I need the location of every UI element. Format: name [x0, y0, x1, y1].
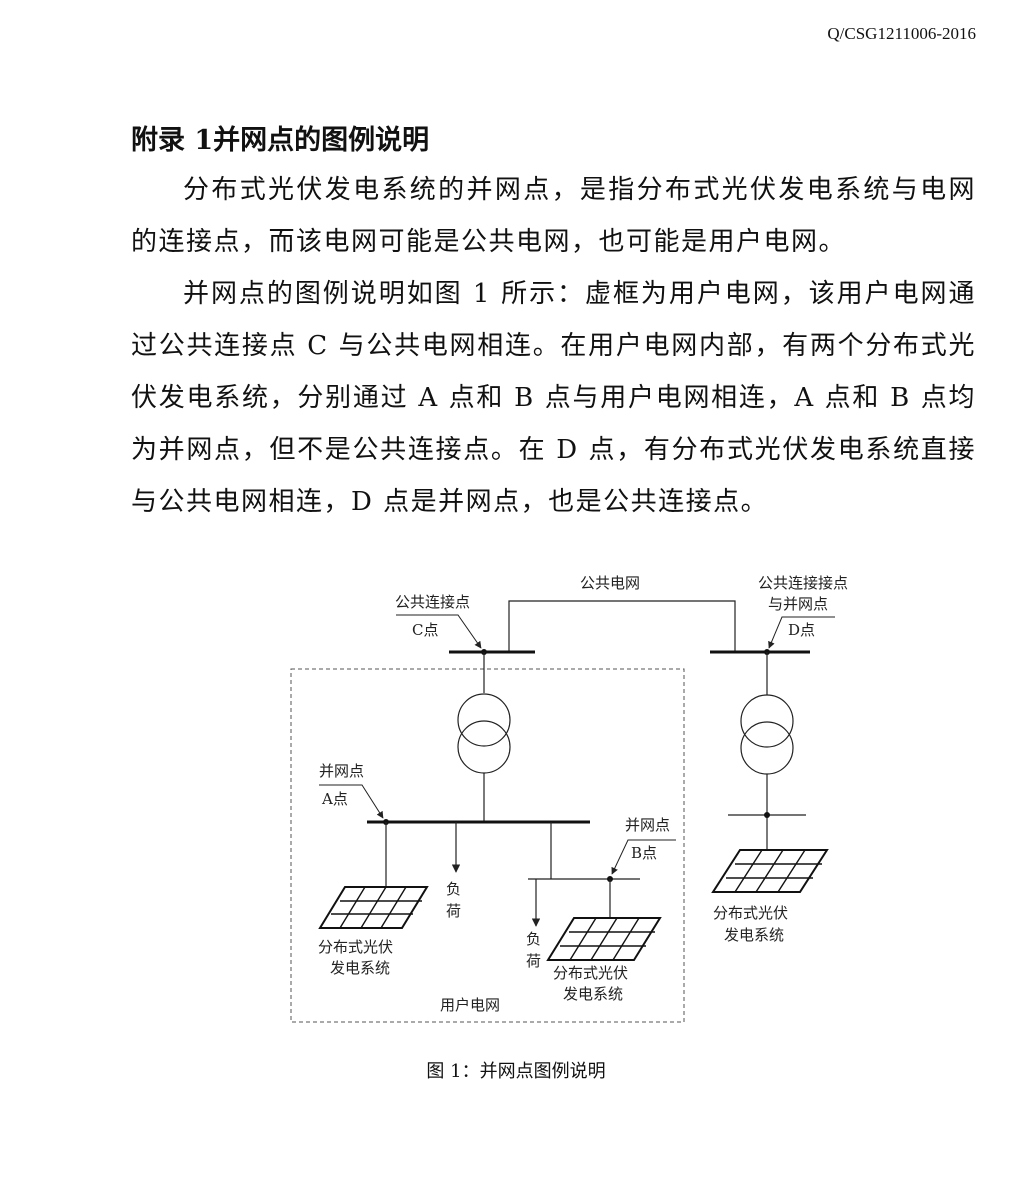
transformer-1-lower [457, 720, 511, 774]
point-d-label: D点 [788, 621, 815, 639]
point-c-label: C点 [412, 621, 438, 639]
pcc-label: 公共连接点 [395, 593, 470, 611]
user-grid-label: 用户电网 [440, 996, 500, 1014]
point-d-leader [768, 616, 835, 649]
pv-d-label-line2: 发电系统 [724, 926, 784, 944]
public-grid-label: 公共电网 [580, 574, 640, 592]
pcc-poi-label-line2: 与并网点 [768, 595, 828, 613]
document-code: Q/CSG1211006-2016 [827, 24, 976, 43]
point-c-dot [481, 649, 487, 655]
poi-label-b: 并网点 [625, 816, 670, 834]
point-a-leader [319, 784, 384, 819]
pv-a-label-line1: 分布式光伏 [318, 938, 393, 956]
load-2-line1: 负 [526, 930, 541, 948]
point-b-dot [607, 876, 613, 882]
transformer-1-upper [457, 693, 511, 747]
user-grid-boundary [290, 668, 685, 1023]
pv-d-label-line1: 分布式光伏 [713, 904, 788, 922]
pv-array-d [711, 849, 829, 893]
pcc-poi-label-line1: 公共连接接点 [758, 574, 848, 592]
pv-a-label-line2: 发电系统 [330, 959, 390, 977]
point-d-lower-dot [764, 812, 770, 818]
point-d-dot [764, 649, 770, 655]
appendix-title: 附录 1并网点的图例说明 [131, 125, 430, 156]
point-c-leader [396, 614, 482, 649]
transformer-2-upper [740, 694, 794, 748]
paragraph-figure-explanation: 并网点的图例说明如图 1 所示：虚框为用户电网，该用户电网通过公共连接点 C 与… [131, 279, 976, 517]
point-a-label: A点 [321, 790, 348, 808]
load-1-line2: 荷 [446, 902, 461, 920]
pv-b-label-line1: 分布式光伏 [553, 964, 628, 982]
load-2-line2: 荷 [526, 952, 541, 970]
pv-array-b [546, 917, 662, 961]
load-1-line1: 负 [446, 880, 461, 898]
poi-label-a: 并网点 [319, 762, 364, 780]
public-grid-line [508, 600, 736, 652]
point-b-leader [611, 839, 676, 875]
pv-b-label-line2: 发电系统 [563, 985, 623, 1003]
point-a-dot [383, 819, 389, 825]
transformer-2-lower [740, 721, 794, 775]
figure-caption: 图 1：并网点图例说明 [426, 1061, 606, 1082]
point-b-label: B点 [631, 844, 657, 862]
pv-array-a [318, 886, 429, 929]
paragraph-definition: 分布式光伏发电系统的并网点，是指分布式光伏发电系统与电网的连接点，而该电网可能是… [131, 175, 976, 257]
